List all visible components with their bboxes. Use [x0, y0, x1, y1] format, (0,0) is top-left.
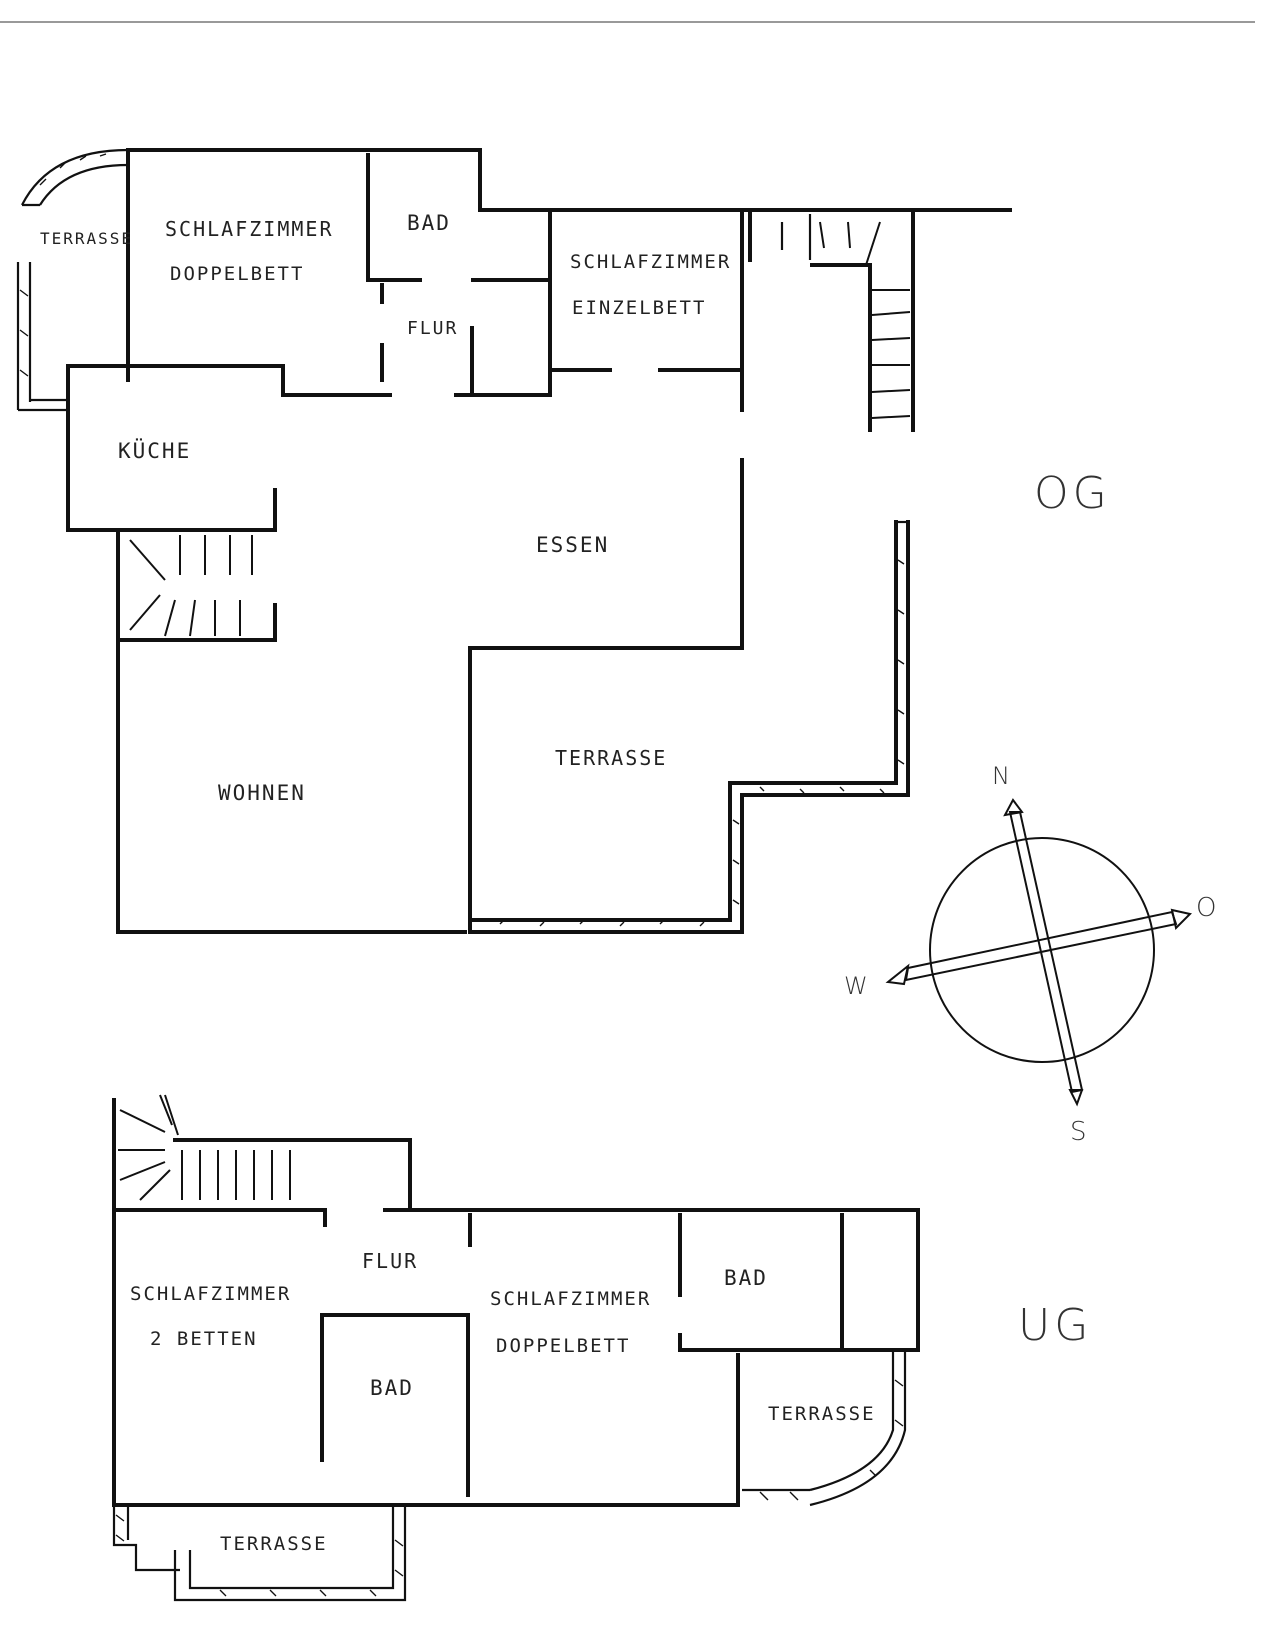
og-label-schlafzimmer-1: SCHLAFZIMMER [165, 217, 334, 241]
ug-label-bad-east: BAD [724, 1266, 768, 1290]
og-label-terrasse-west: TERRASSE [40, 229, 133, 248]
og-label-bad: BAD [407, 211, 451, 235]
og-label-kueche: KÜCHE [118, 438, 191, 463]
og-plan [16, 148, 1012, 934]
ug-floor-label: UG [1018, 1300, 1092, 1351]
og-label-flur: FLUR [407, 318, 458, 339]
og-label-essen: ESSEN [536, 533, 609, 557]
og-walls [66, 148, 1012, 934]
ug-label-schlafzimmer-1: SCHLAFZIMMER [130, 1283, 291, 1305]
ug-label-2betten: 2 BETTEN [150, 1328, 258, 1350]
compass-east: O [1196, 893, 1220, 923]
ug-stair [118, 1094, 291, 1201]
ug-label-terrasse-east: TERRASSE [768, 1403, 876, 1425]
ug-label-flur: FLUR [362, 1249, 418, 1273]
compass-west: W [844, 972, 872, 1000]
ug-labels: FLUR SCHLAFZIMMER 2 BETTEN BAD SCHLAFZIM… [130, 1249, 1092, 1555]
og-stair-west [129, 535, 253, 637]
og-stair-east [819, 221, 911, 419]
og-label-wohnen: WOHNEN [218, 781, 306, 805]
og-floor-label: OG [1034, 468, 1111, 519]
compass-rose: N O S W [844, 762, 1220, 1147]
ug-label-schlafzimmer-2: SCHLAFZIMMER [490, 1288, 651, 1310]
ug-walls [112, 1098, 920, 1602]
compass-south: S [1070, 1117, 1091, 1147]
ug-label-terrasse-south: TERRASSE [220, 1533, 328, 1555]
compass-north: N [992, 762, 1014, 790]
og-label-terrasse-south: TERRASSE [555, 746, 667, 770]
og-labels: TERRASSE SCHLAFZIMMER DOPPELBETT BAD FLU… [40, 211, 1111, 805]
og-terrasse-west-outline [16, 148, 129, 412]
og-label-einzelbett: EINZELBETT [572, 297, 706, 319]
og-label-schlafzimmer-2: SCHLAFZIMMER [570, 251, 731, 273]
og-label-doppelbett: DOPPELBETT [170, 263, 304, 285]
ug-label-doppelbett: DOPPELBETT [496, 1335, 630, 1357]
ug-label-bad-center: BAD [370, 1376, 414, 1400]
ug-plan [112, 1094, 920, 1602]
